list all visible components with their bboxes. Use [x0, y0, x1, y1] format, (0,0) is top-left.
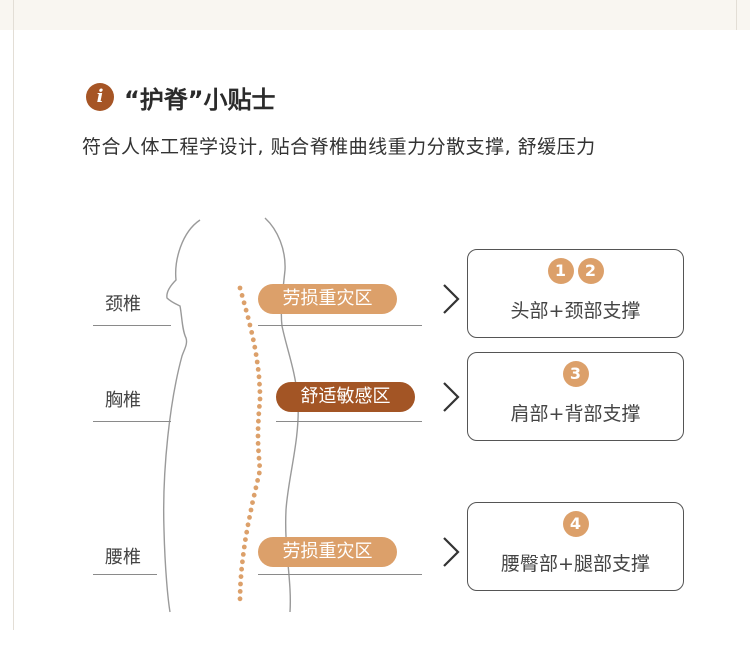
support-card-waist-leg: 4 腰臀部+腿部支撑 — [467, 502, 684, 591]
spine-dot — [249, 508, 254, 513]
spine-dot — [256, 411, 261, 416]
support-card-text: 头部+颈部支撑 — [468, 296, 683, 323]
spine-dot — [257, 456, 262, 461]
spine-dot — [239, 567, 244, 572]
spine-dot — [238, 596, 243, 601]
zone-underline — [258, 325, 422, 326]
spine-dot — [256, 426, 261, 431]
spine-dot — [241, 552, 246, 557]
zone-badge-cervical: 劳损重灾区 — [258, 284, 397, 314]
segment-label-lumbar: 腰椎 — [93, 543, 153, 569]
support-card-shoulder-back: 3 肩部+背部支撑 — [467, 352, 684, 441]
support-number-group: 3 — [468, 361, 683, 387]
spine-dot — [238, 286, 243, 291]
segment-label-cervical: 颈椎 — [93, 290, 153, 316]
spine-dot — [252, 345, 257, 350]
chevron-right-icon — [440, 534, 462, 570]
spine-dot — [249, 330, 254, 335]
support-card-text: 肩部+背部支撑 — [468, 399, 683, 426]
spine-dot — [255, 478, 260, 483]
spine-dot — [242, 545, 247, 550]
spine-dot — [239, 574, 244, 579]
spine-dot — [257, 471, 262, 476]
support-number-badge: 2 — [578, 258, 604, 284]
spine-dot — [238, 589, 243, 594]
chevron-right-icon — [440, 379, 462, 415]
spine-dot — [246, 522, 251, 527]
zone-badge-thoracic: 舒适敏感区 — [276, 382, 415, 412]
spine-dot — [256, 441, 261, 446]
support-number-badge: 1 — [548, 258, 574, 284]
spine-dot — [243, 537, 248, 542]
spine-dot — [256, 419, 261, 424]
spine-dot — [244, 530, 249, 535]
spine-dot — [247, 515, 252, 520]
spine-dot — [242, 300, 247, 305]
spine-dot — [256, 434, 261, 439]
spine-dot — [256, 448, 261, 453]
spine-dot — [254, 352, 259, 357]
spine-dot — [258, 397, 263, 402]
spine-dot — [254, 485, 259, 490]
zone-badge-lumbar: 劳损重灾区 — [258, 537, 397, 567]
support-number-group: 4 — [468, 511, 683, 537]
spine-dot — [257, 382, 262, 387]
zone-underline — [276, 421, 422, 422]
spine-dot — [255, 360, 260, 365]
spine-dot — [257, 374, 262, 379]
body-front-outline — [164, 220, 200, 612]
spine-dot — [238, 582, 243, 587]
spine-dot — [257, 463, 262, 468]
segment-underline — [93, 574, 157, 575]
spine-dot — [248, 323, 253, 328]
spine-dot — [246, 315, 251, 320]
spine-dot — [244, 308, 249, 313]
segment-underline — [93, 325, 171, 326]
spine-dot — [257, 404, 262, 409]
spine-dot — [250, 500, 255, 505]
segment-underline — [93, 421, 171, 422]
zone-underline — [258, 574, 422, 575]
segment-label-thoracic: 胸椎 — [93, 386, 153, 412]
support-card-text: 腰臀部+腿部支撑 — [468, 549, 683, 576]
support-number-badge: 4 — [563, 511, 589, 537]
spine-dot — [240, 293, 245, 298]
spine-dot — [258, 389, 263, 394]
spine-dot — [252, 493, 257, 498]
support-number-badge: 3 — [563, 361, 589, 387]
spine-dot — [251, 337, 256, 342]
chevron-right-icon — [440, 281, 462, 317]
spine-dot — [256, 367, 261, 372]
spine-dot — [240, 559, 245, 564]
